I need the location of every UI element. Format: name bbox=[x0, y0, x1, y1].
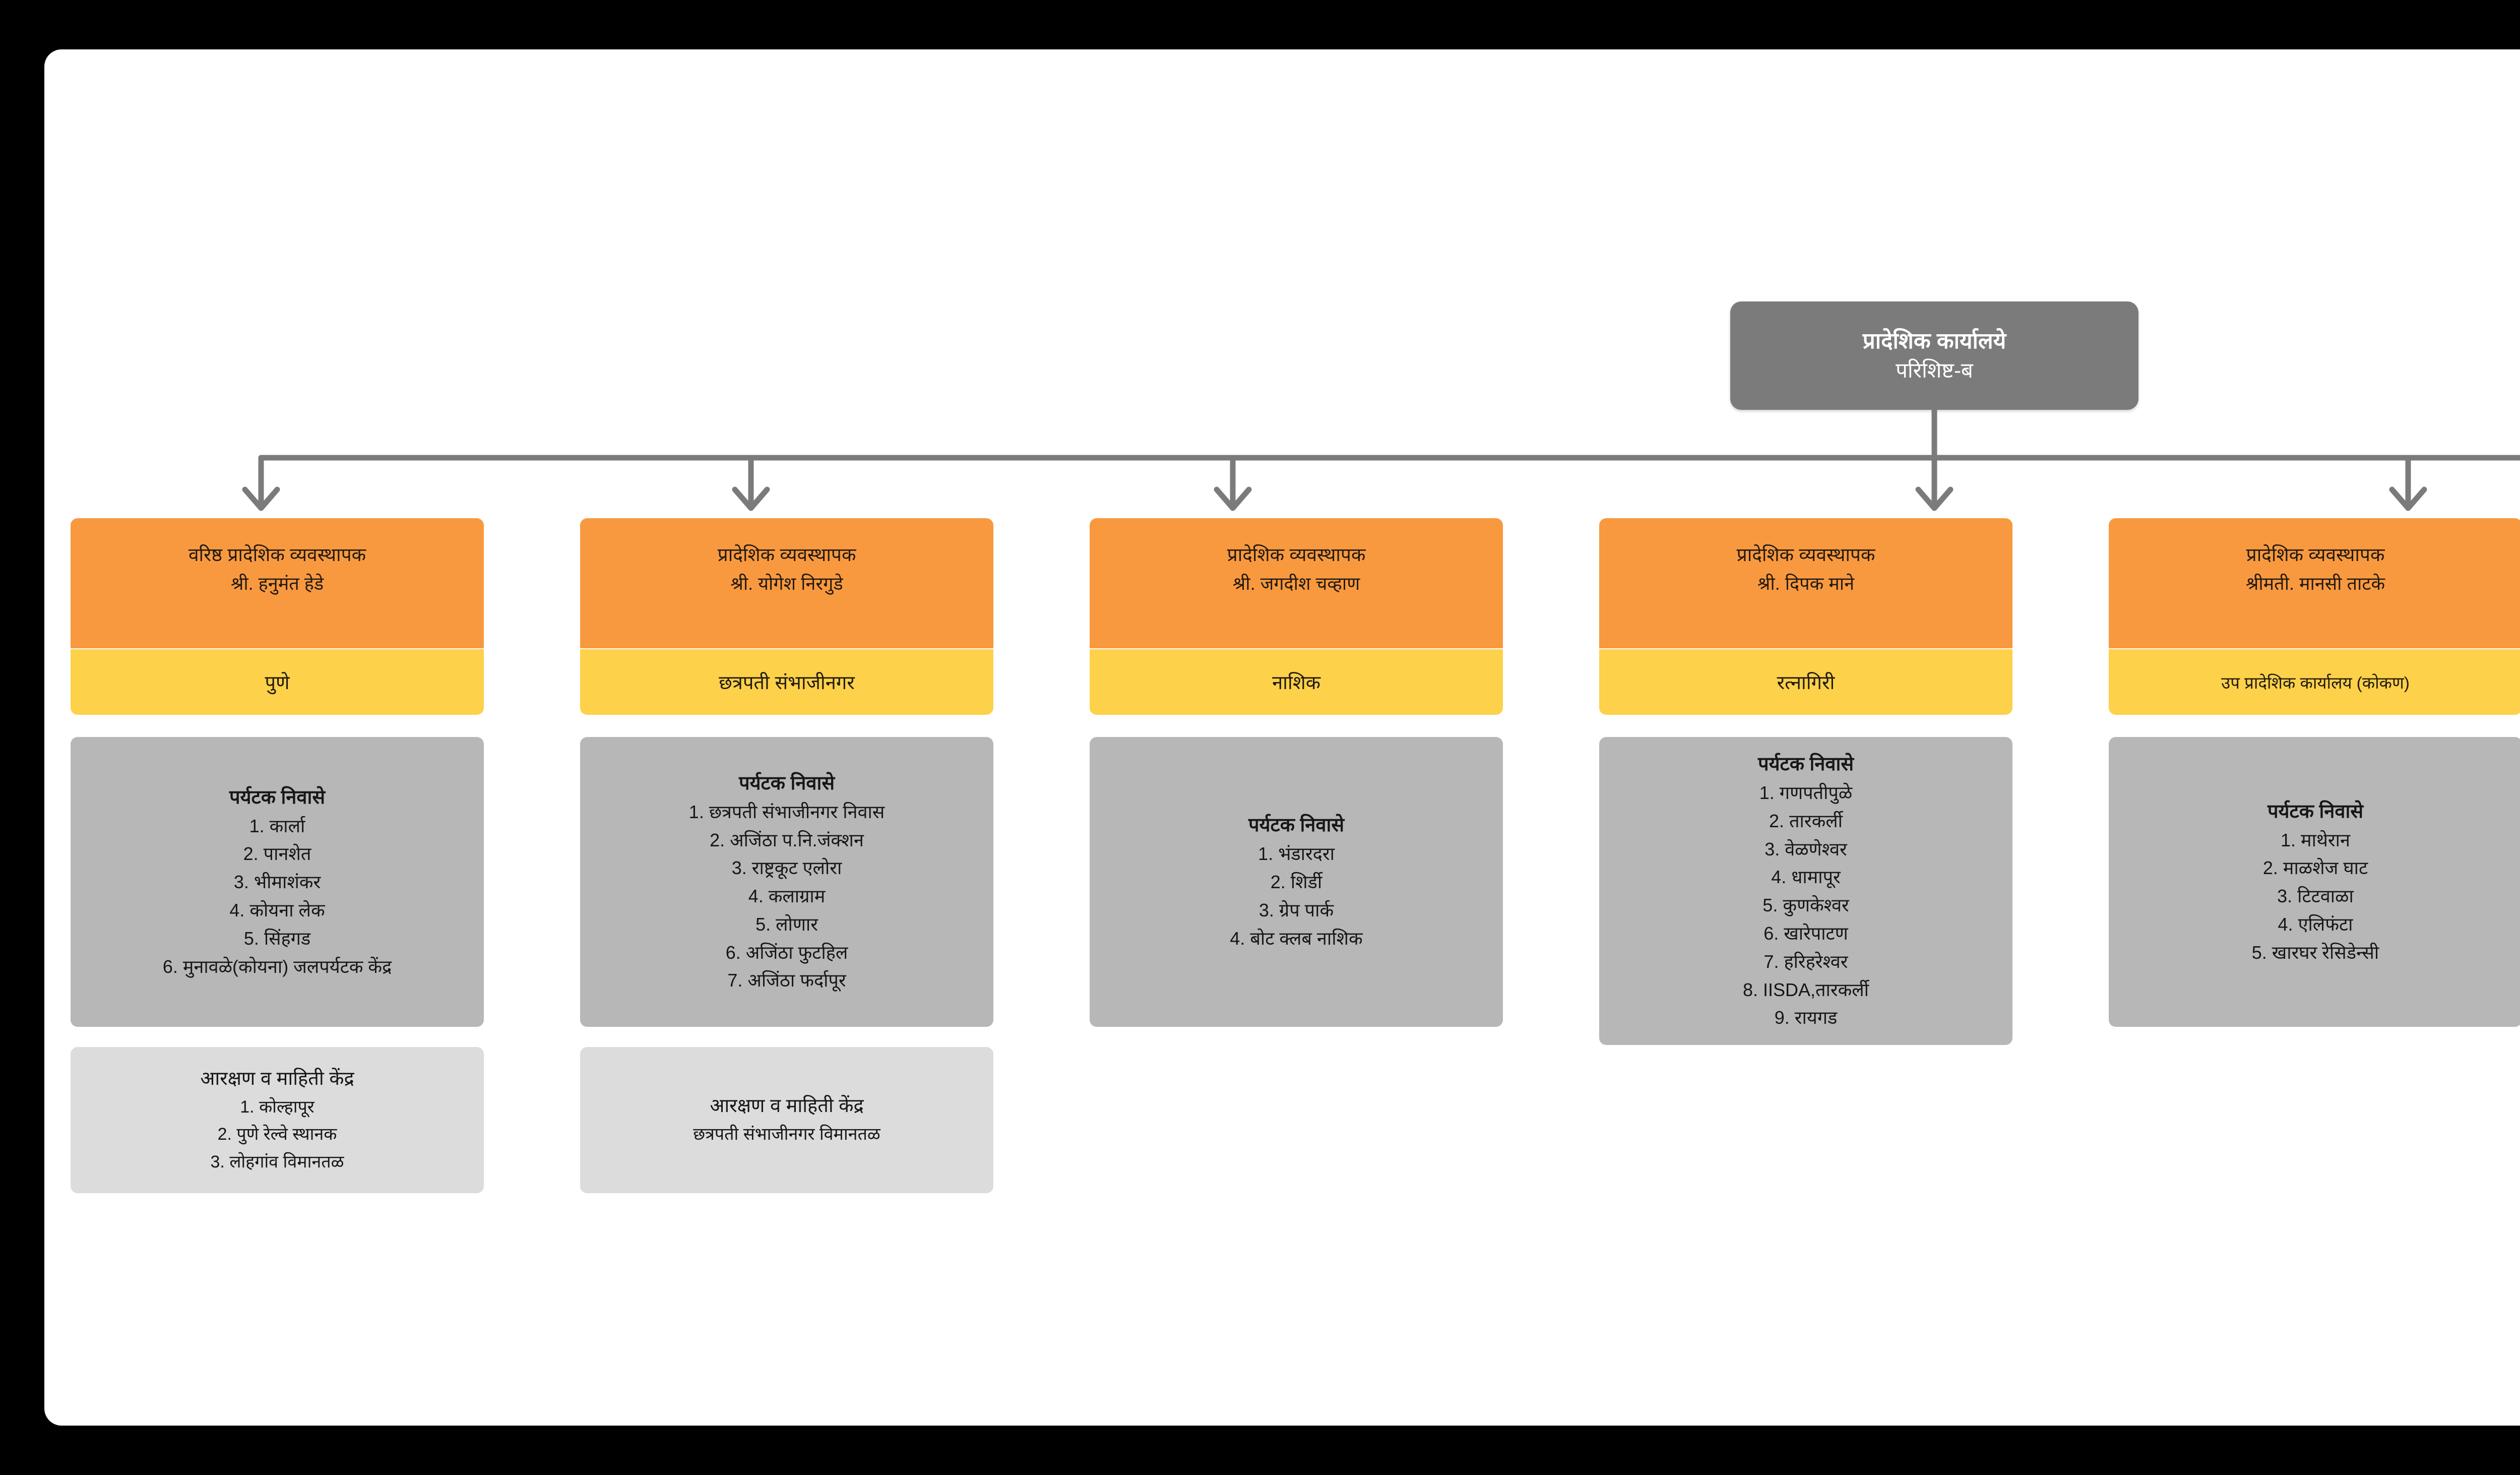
list-item: 4. कलाग्राम bbox=[748, 886, 826, 907]
root-title: प्रादेशिक कार्यालये bbox=[1862, 329, 2006, 354]
booking-card[interactable]: आरक्षण व माहिती केंद्र छत्रपती संभाजीनगर… bbox=[580, 1047, 993, 1193]
booking-heading: आरक्षण व माहिती केंद्र bbox=[710, 1095, 864, 1117]
region-card[interactable]: नाशिक bbox=[1090, 649, 1503, 715]
list-item: 1. छत्रपती संभाजीनगर निवास bbox=[688, 801, 885, 822]
list-item: 3. टिटवाळा bbox=[2277, 886, 2354, 907]
role-person: श्री. जगदीश चव्हाण bbox=[1232, 573, 1360, 594]
list-item: छत्रपती संभाजीनगर विमानतळ bbox=[693, 1125, 880, 1144]
column-nashik: प्रादेशिक व्यवस्थापक श्री. जगदीश चव्हाण … bbox=[1090, 518, 1503, 1193]
list-item: 4. एलिफंटा bbox=[2278, 913, 2353, 935]
list-item: 6. खारेपाटण bbox=[1763, 923, 1848, 944]
role-card-chhatrapati-sambhajinagar[interactable]: प्रादेशिक व्यवस्थापक श्री. योगेश निरगुडे bbox=[580, 518, 993, 648]
residences-card[interactable]: पर्यटक निवासे 1. कार्ला 2. पानशेत 3. भीम… bbox=[71, 737, 484, 1027]
arrowhead-3 bbox=[1214, 486, 1252, 511]
role-title: प्रादेशिक व्यवस्थापक bbox=[2246, 544, 2385, 565]
list-item: 4. धामापूर bbox=[1771, 867, 1841, 888]
region-card[interactable]: उप प्रादेशिक कार्यालय (कोकण) bbox=[2109, 649, 2520, 715]
arrowhead-1 bbox=[242, 486, 280, 511]
list-item: 8. IISDA,तारकर्ली bbox=[1742, 979, 1869, 1000]
role-title: प्रादेशिक व्यवस्थापक bbox=[1227, 544, 1366, 565]
residences-heading: पर्यटक निवासे bbox=[2267, 801, 2364, 822]
role-card-konkan[interactable]: प्रादेशिक व्यवस्थापक श्रीमती. मानसी ताटक… bbox=[2109, 518, 2520, 648]
list-item: 6. अजिंठा फुटहिल bbox=[725, 942, 848, 963]
role-card-nashik[interactable]: प्रादेशिक व्यवस्थापक श्री. जगदीश चव्हाण bbox=[1090, 518, 1503, 648]
role-person: श्रीमती. मानसी ताटके bbox=[2245, 573, 2385, 594]
chart-canvas: प्रादेशिक कार्यालये परिशिष्ट-ब bbox=[44, 49, 2520, 1426]
residences-heading: पर्यटक निवासे bbox=[1757, 754, 1854, 775]
list-item: 7. हरिहरेश्वर bbox=[1763, 951, 1848, 972]
role-card-ratnagiri[interactable]: प्रादेशिक व्यवस्थापक श्री. दिपक माने bbox=[1599, 518, 2012, 648]
list-item: 2. शिर्डी bbox=[1270, 872, 1322, 893]
list-item: 2. माळशेज घाट bbox=[2262, 857, 2368, 879]
role-person: श्री. हनुमंत हेडे bbox=[230, 573, 324, 594]
residences-card[interactable]: पर्यटक निवासे 1. छत्रपती संभाजीनगर निवास… bbox=[580, 737, 993, 1027]
list-item: 5. सिंहगड bbox=[243, 928, 311, 949]
list-item: 1. गणपतीपुळे bbox=[1759, 782, 1853, 803]
region-card[interactable]: छत्रपती संभाजीनगर bbox=[580, 649, 993, 715]
residences-card[interactable]: पर्यटक निवासे 1. भंडारदरा 2. शिर्डी 3. ग… bbox=[1090, 737, 1503, 1027]
column-chhatrapati-sambhajinagar: प्रादेशिक व्यवस्थापक श्री. योगेश निरगुडे… bbox=[580, 518, 993, 1193]
list-item: 9. रायगड bbox=[1774, 1007, 1838, 1028]
list-item: 5. कुणकेश्वर bbox=[1762, 895, 1849, 916]
list-item: 3. भीमाशंकर bbox=[233, 872, 321, 893]
role-person: श्री. दिपक माने bbox=[1757, 573, 1855, 594]
list-item: 3. लोहगांव विमानतळ bbox=[210, 1152, 344, 1172]
root-node[interactable]: प्रादेशिक कार्यालये परिशिष्ट-ब bbox=[1730, 301, 2138, 410]
residences-card[interactable]: पर्यटक निवासे 1. गणपतीपुळे 2. तारकर्ली 3… bbox=[1599, 737, 2012, 1046]
residences-heading: पर्यटक निवासे bbox=[1248, 815, 1345, 836]
list-item: 4. कोयना लेक bbox=[229, 900, 325, 920]
list-item: 5. खारघर रेसिडेन्सी bbox=[2251, 942, 2379, 963]
list-item: 1. कोल्हापूर bbox=[240, 1097, 314, 1117]
arrowhead-5 bbox=[2389, 486, 2427, 511]
residences-card[interactable]: पर्यटक निवासे 1. माथेरान 2. माळशेज घाट 3… bbox=[2109, 737, 2520, 1027]
residences-heading: पर्यटक निवासे bbox=[738, 772, 835, 794]
list-item: 2. पानशेत bbox=[243, 843, 311, 865]
arrowhead-2 bbox=[732, 486, 770, 511]
list-item: 4. बोट क्लब नाशिक bbox=[1230, 928, 1363, 949]
role-title: प्रादेशिक व्यवस्थापक bbox=[1736, 544, 1875, 565]
column-pune: वरिष्ठ प्रादेशिक व्यवस्थापक श्री. हनुमंत… bbox=[71, 518, 484, 1193]
list-item: 3. ग्रेप पार्क bbox=[1258, 900, 1334, 920]
region-card[interactable]: पुणे bbox=[71, 649, 484, 715]
list-item: 1. भंडारदरा bbox=[1258, 843, 1335, 865]
list-item: 1. माथेरान bbox=[2281, 829, 2350, 850]
list-item: 2. अजिंठा प.नि.जंक्शन bbox=[710, 829, 864, 850]
residences-heading: पर्यटक निवासे bbox=[229, 786, 326, 808]
arrowhead-4 bbox=[1915, 486, 1954, 511]
list-item: 3. राष्ट्रकूट एलोरा bbox=[731, 857, 842, 879]
list-item: 1. कार्ला bbox=[249, 815, 305, 836]
region-card[interactable]: रत्नागिरी bbox=[1599, 649, 2012, 715]
list-item: 7. अजिंठा फर्दापूर bbox=[727, 970, 846, 991]
list-item: 3. वेळणेश्वर bbox=[1765, 838, 1847, 859]
list-item: 2. तारकर्ली bbox=[1769, 810, 1843, 831]
list-item: 6. मुनावळे(कोयना) जलपर्यटक केंद्र bbox=[162, 956, 392, 977]
list-item: 2. पुणे रेल्वे स्थानक bbox=[217, 1125, 337, 1144]
root-subtitle: परिशिष्ट-ब bbox=[1896, 358, 1973, 382]
list-item: 5. लोणार bbox=[755, 913, 818, 935]
column-konkan: प्रादेशिक व्यवस्थापक श्रीमती. मानसी ताटक… bbox=[2109, 518, 2520, 1193]
role-person: श्री. योगेश निरगुडे bbox=[730, 573, 843, 594]
regional-office-columns: वरिष्ठ प्रादेशिक व्यवस्थापक श्री. हनुमंत… bbox=[44, 518, 2520, 1193]
booking-heading: आरक्षण व माहिती केंद्र bbox=[200, 1068, 354, 1089]
booking-card[interactable]: आरक्षण व माहिती केंद्र 1. कोल्हापूर 2. प… bbox=[71, 1047, 484, 1193]
column-ratnagiri: प्रादेशिक व्यवस्थापक श्री. दिपक माने रत्… bbox=[1599, 518, 2012, 1193]
role-card-pune[interactable]: वरिष्ठ प्रादेशिक व्यवस्थापक श्री. हनुमंत… bbox=[71, 518, 484, 648]
role-title: प्रादेशिक व्यवस्थापक bbox=[717, 544, 856, 565]
role-title: वरिष्ठ प्रादेशिक व्यवस्थापक bbox=[188, 544, 366, 565]
